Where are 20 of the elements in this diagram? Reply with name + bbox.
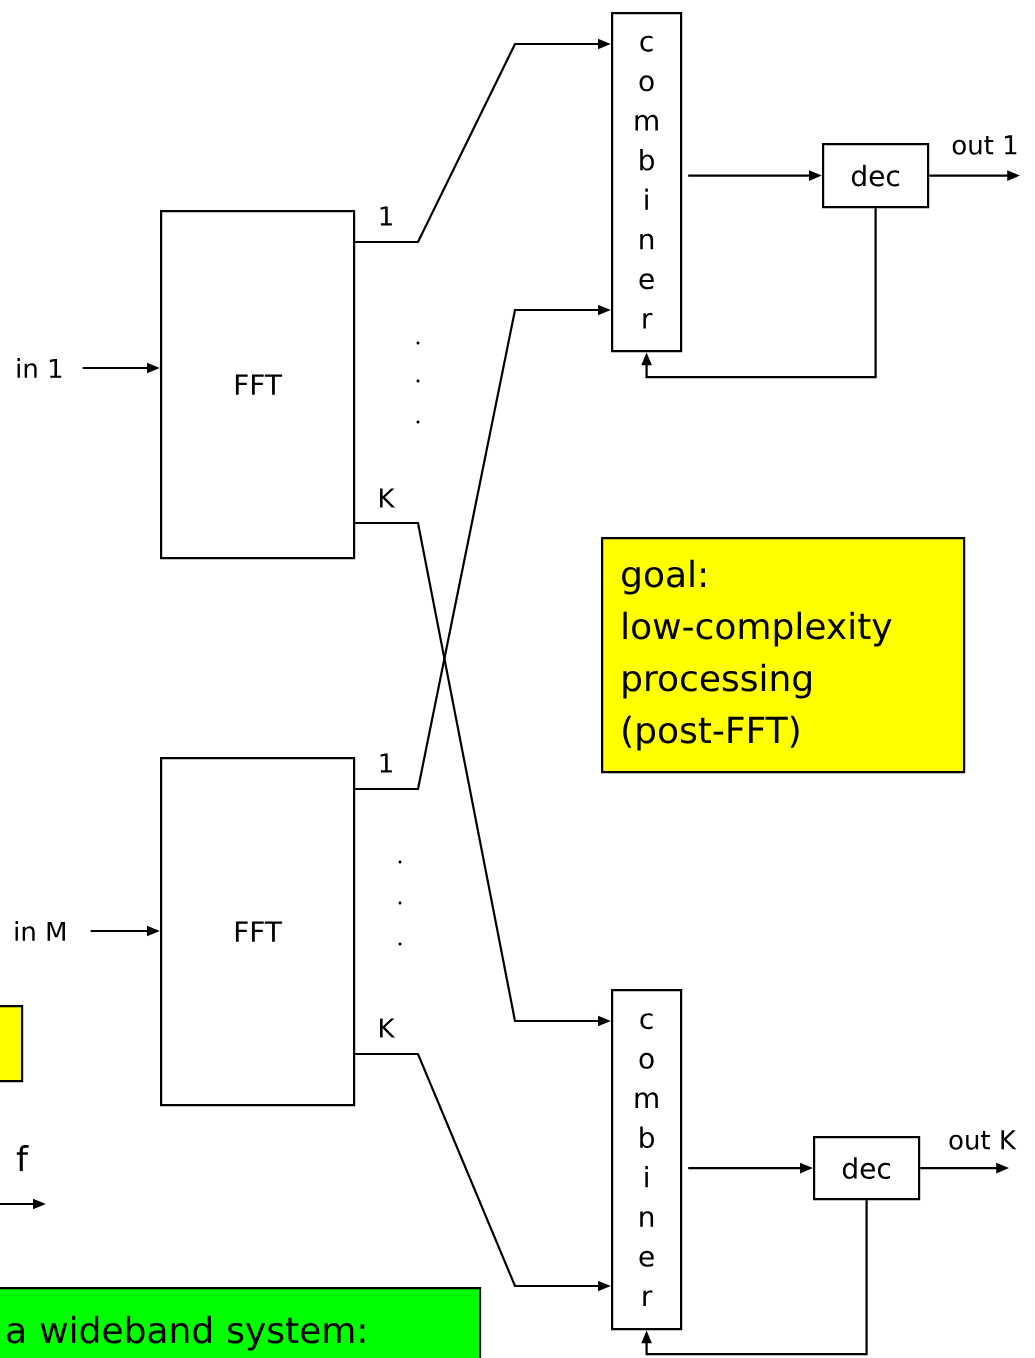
fft-box: FFT: [160, 210, 356, 560]
decoder-box: dec: [813, 1136, 921, 1201]
input-label: in M: [15, 921, 65, 941]
axis-label: f: [16, 1145, 29, 1171]
edge-label: K: [376, 487, 396, 509]
fft-box: FFT: [160, 757, 356, 1107]
edge-label: 1: [376, 205, 396, 227]
arrow: [641, 208, 877, 379]
combiner-box: combiner: [611, 989, 683, 1331]
input-label: in 1: [17, 358, 62, 378]
note-box: [0, 1005, 24, 1083]
edge-label: K: [376, 1017, 396, 1039]
edge-label: 1: [376, 752, 396, 774]
decoder-box: dec: [822, 143, 930, 209]
combiner-box: combiner: [611, 12, 683, 353]
arrow: [641, 1200, 868, 1356]
goal-note-box: goal: low-complexity processing (post-FFT): [601, 537, 966, 774]
heading-box: a wideband system:: [0, 1287, 482, 1358]
edge-label: out K: [947, 1129, 1017, 1151]
edge-label: out 1: [950, 134, 1020, 156]
